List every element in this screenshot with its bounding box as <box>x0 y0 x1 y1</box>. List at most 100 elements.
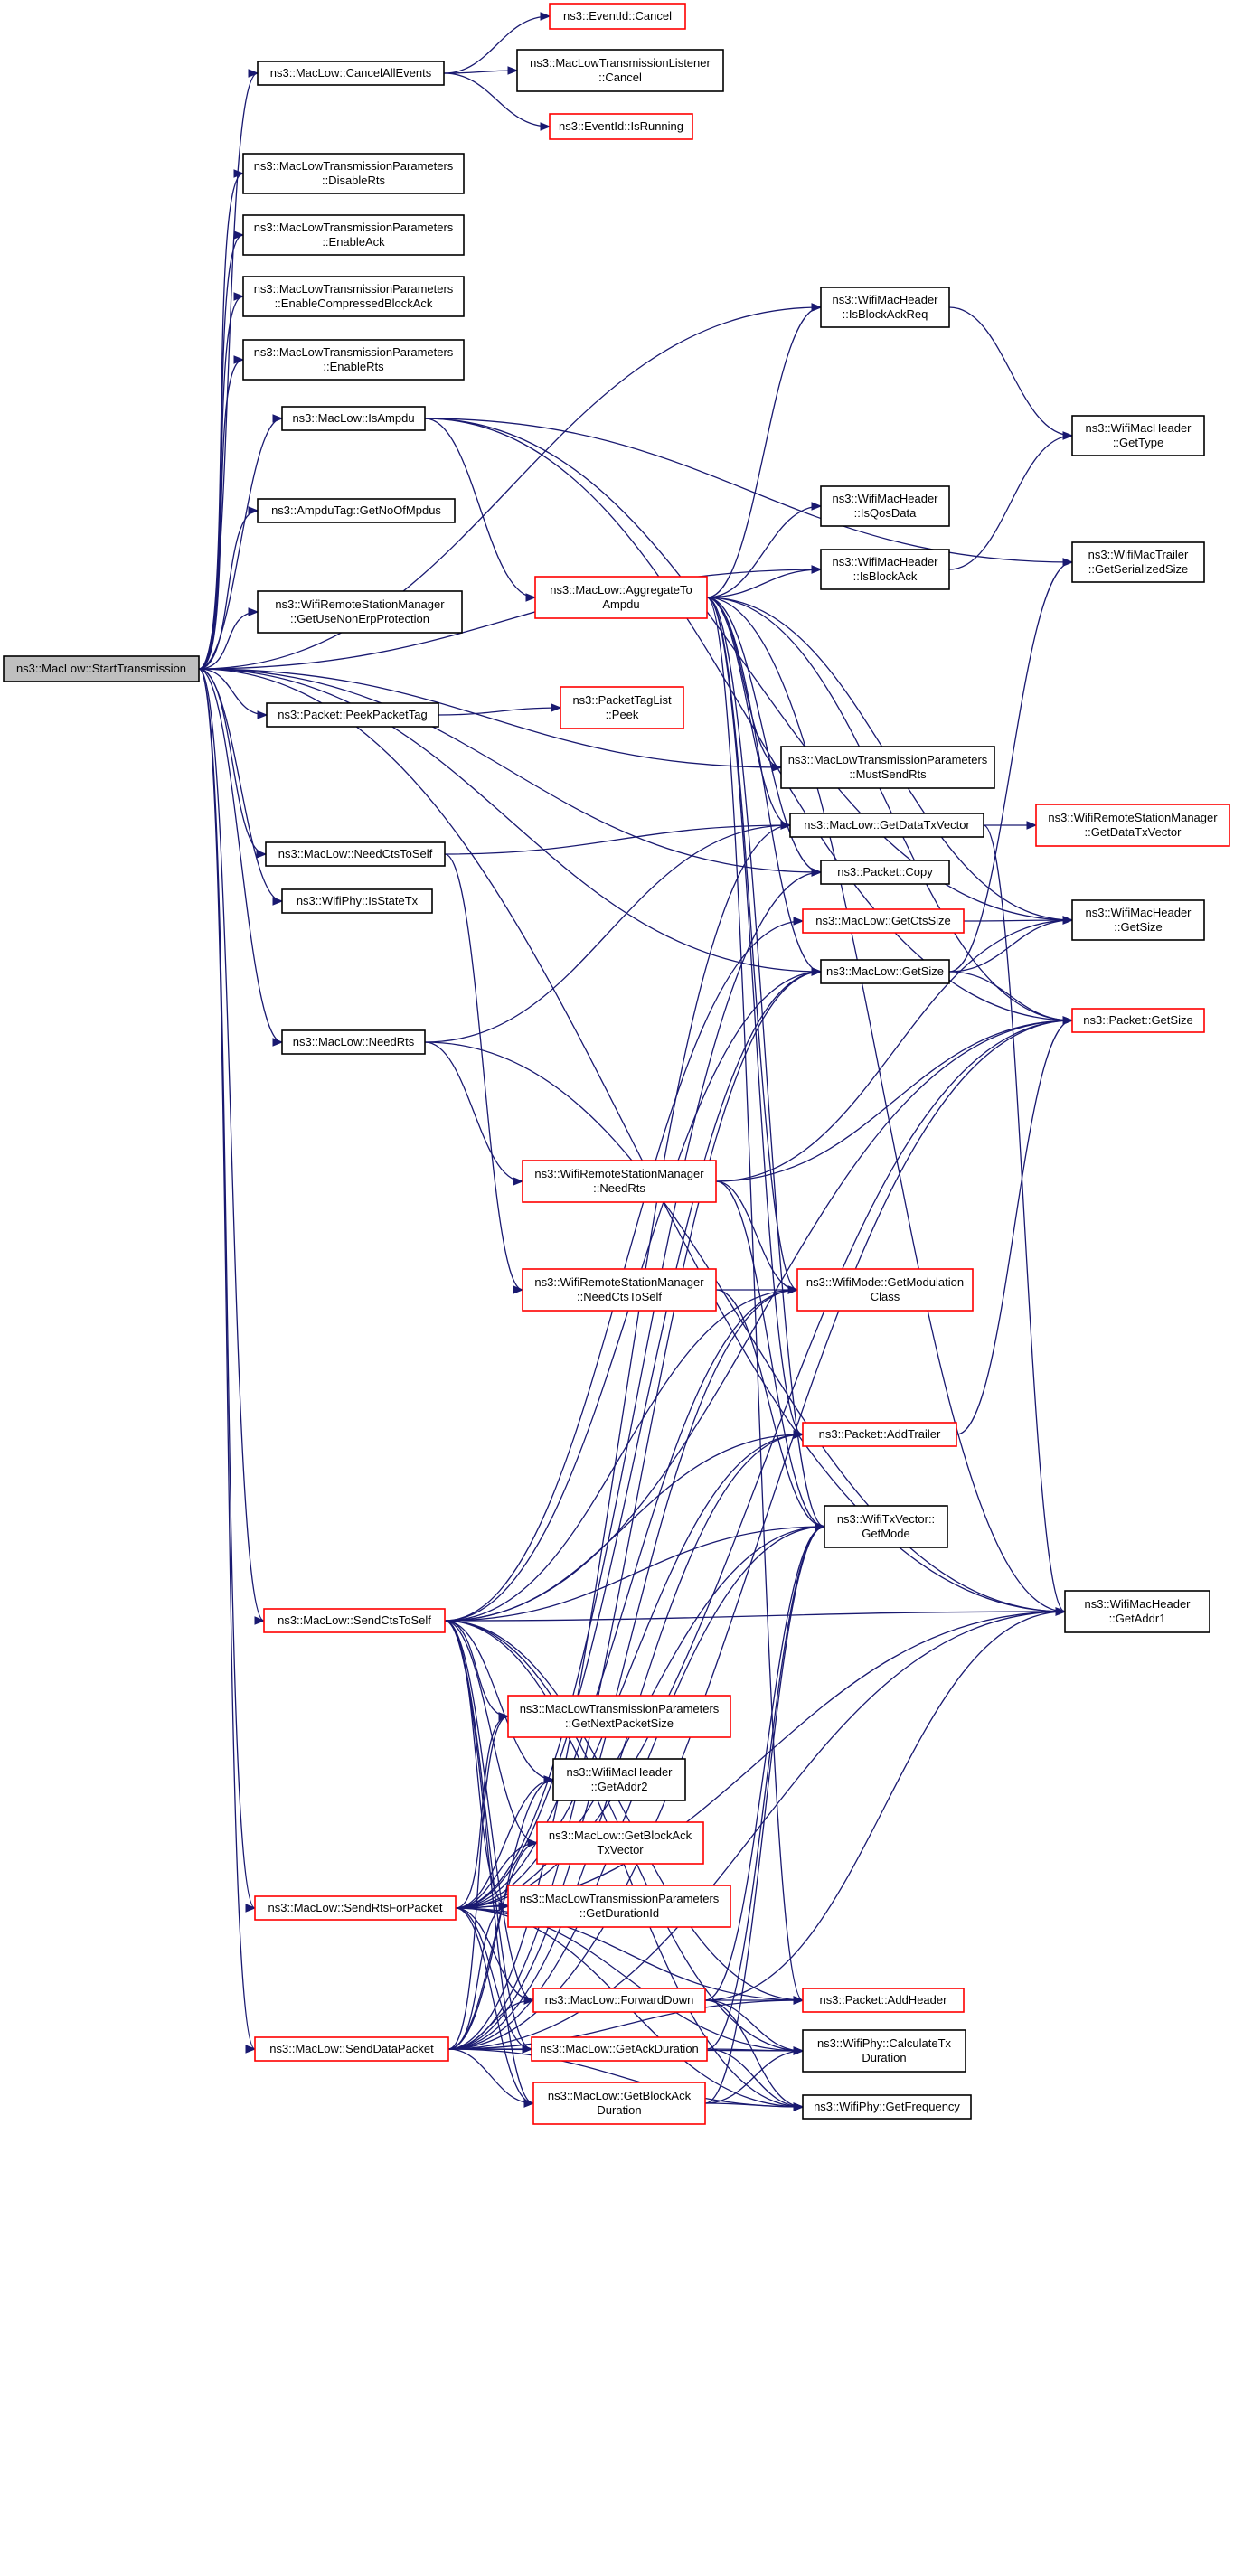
node-label-durId: ns3::MacLowTransmissionParameters <box>520 1892 720 1905</box>
call-edge-fwdDown-calcTx <box>704 1999 804 2052</box>
node-needCts[interactable]: ns3::MacLow::NeedCtsToSelf <box>265 841 446 867</box>
node-sendRts[interactable]: ns3::MacLow::SendRtsForPacket <box>254 1895 457 1921</box>
node-label-cancelAll: ns3::MacLow::CancelAllEvents <box>270 66 432 80</box>
node-getDataTxV[interactable]: ns3::MacLow::GetDataTxVector <box>789 813 984 838</box>
call-edge-sendCts-ackDur <box>444 1620 532 2050</box>
node-tagPeek[interactable]: ns3::PacketTagList::Peek <box>560 686 684 729</box>
node-getFreq[interactable]: ns3::WifiPhy::GetFrequency <box>802 2094 972 2120</box>
node-label-pktGetSize: ns3::Packet::GetSize <box>1083 1013 1192 1027</box>
node-txvGetMode[interactable]: ns3::WifiTxVector::GetMode <box>824 1505 948 1548</box>
call-edge-baDur-calcTx <box>704 2050 804 2104</box>
node-sendCts[interactable]: ns3::MacLow::SendCtsToSelf <box>263 1608 446 1633</box>
call-edge-start-needRts <box>198 668 283 1043</box>
node-label-txvGetMode: ns3::WifiTxVector:: <box>837 1512 935 1526</box>
node-label-getAddr2: ::GetAddr2 <box>591 1780 648 1793</box>
node-isBAR[interactable]: ns3::WifiMacHeader::IsBlockAckReq <box>820 287 950 328</box>
node-getType[interactable]: ns3::WifiMacHeader::GetType <box>1071 415 1205 456</box>
node-getAddr2[interactable]: ns3::WifiMacHeader::GetAddr2 <box>552 1758 686 1801</box>
arrowhead-wrsmNeedCts <box>513 1285 524 1294</box>
node-evCancel[interactable]: ns3::EventId::Cancel <box>549 3 686 30</box>
node-label-getNoMpdus: ns3::AmpduTag::GetNoOfMpdus <box>271 503 441 517</box>
node-enAck[interactable]: ns3::MacLowTransmissionParameters::Enabl… <box>242 214 465 256</box>
node-label-disRts: ns3::MacLowTransmissionParameters <box>254 159 454 173</box>
node-isAmpdu[interactable]: ns3::MacLow::IsAmpdu <box>281 406 426 431</box>
node-ctsSize[interactable]: ns3::MacLow::GetCtsSize <box>802 908 965 934</box>
call-edge-sendRts-lowGetSize <box>455 971 822 1909</box>
node-needRts[interactable]: ns3::MacLow::NeedRts <box>281 1029 426 1055</box>
node-mltlCancel[interactable]: ns3::MacLowTransmissionListener::Cancel <box>516 49 724 92</box>
call-edge-needCts-wrsmNeedCts <box>444 853 523 1291</box>
node-enRts[interactable]: ns3::MacLowTransmissionParameters::Enabl… <box>242 339 465 381</box>
node-isStateTx[interactable]: ns3::WifiPhy::IsStateTx <box>281 888 433 914</box>
node-addTrailer[interactable]: ns3::Packet::AddTrailer <box>802 1422 957 1447</box>
node-cancelAll[interactable]: ns3::MacLow::CancelAllEvents <box>257 61 445 86</box>
node-nextPkt[interactable]: ns3::MacLowTransmissionParameters::GetNe… <box>507 1695 731 1738</box>
node-nonErp[interactable]: ns3::WifiRemoteStationManager::GetUseNon… <box>257 590 463 634</box>
call-edge-sendCts-nextPkt <box>444 1620 509 1717</box>
node-fwdDown[interactable]: ns3::MacLow::ForwardDown <box>532 1988 706 2013</box>
node-box-enAck <box>242 214 465 256</box>
node-hdrSize[interactable]: ns3::WifiMacHeader::GetSize <box>1071 899 1205 941</box>
node-label-start: ns3::MacLow::StartTransmission <box>16 662 186 675</box>
node-pktCopy[interactable]: ns3::Packet::Copy <box>820 860 950 885</box>
node-disRts[interactable]: ns3::MacLowTransmissionParameters::Disab… <box>242 153 465 194</box>
call-edge-lowGetSize-trailerSize <box>948 561 1073 973</box>
call-edge-needRts-wrsmNeedRts <box>424 1041 523 1182</box>
node-ackDur[interactable]: ns3::MacLow::GetAckDuration <box>531 2036 708 2062</box>
arrowhead-getType <box>1062 431 1074 440</box>
node-box-pktGetSize <box>1071 1008 1205 1033</box>
arrowhead-isStateTx <box>272 897 284 906</box>
node-label-isBAR: ::IsBlockAckReq <box>843 307 928 321</box>
node-wrsmNeedCts[interactable]: ns3::WifiRemoteStationManager::NeedCtsTo… <box>522 1268 717 1312</box>
node-getAddr1[interactable]: ns3::WifiMacHeader::GetAddr1 <box>1064 1590 1210 1633</box>
node-label-aggregate: ns3::MacLow::AggregateTo <box>550 583 692 597</box>
node-box-addHeader <box>802 1988 965 2013</box>
node-box-getFreq <box>802 2094 972 2120</box>
arrowhead-peekTag <box>257 710 268 719</box>
call-edge-start-peekTag <box>198 668 268 716</box>
arrowhead-enAck <box>233 230 245 240</box>
call-edge-wrsmNeedRts-pktGetSize <box>715 1020 1073 1182</box>
node-box-modClass <box>796 1268 974 1312</box>
node-sendData[interactable]: ns3::MacLow::SendDataPacket <box>254 2036 449 2062</box>
arrowhead-addHeader <box>793 1996 805 2005</box>
node-getNoMpdus[interactable]: ns3::AmpduTag::GetNoOfMpdus <box>257 498 456 523</box>
node-pktGetSize[interactable]: ns3::Packet::GetSize <box>1071 1008 1205 1033</box>
node-box-nextPkt <box>507 1695 731 1738</box>
node-trailerSize[interactable]: ns3::WifiMacTrailer::GetSerializedSize <box>1071 541 1205 583</box>
call-edge-start-enCBA <box>198 296 244 670</box>
node-wrsmDataTxV[interactable]: ns3::WifiRemoteStationManager::GetDataTx… <box>1035 804 1230 847</box>
call-edge-lowGetSize-hdrSize <box>948 919 1073 973</box>
call-edge-wrsmNeedRts-txvGetMode <box>715 1180 825 1528</box>
node-label-addTrailer: ns3::Packet::AddTrailer <box>819 1427 941 1441</box>
call-edge-isBAR-getType <box>948 306 1073 437</box>
call-edge-aggregate-getAddr1 <box>706 597 1066 1612</box>
call-edge-sendRts-modClass <box>455 1289 798 1909</box>
node-peekTag[interactable]: ns3::Packet::PeekPacketTag <box>266 702 439 728</box>
node-addHeader[interactable]: ns3::Packet::AddHeader <box>802 1988 965 2013</box>
node-durId[interactable]: ns3::MacLowTransmissionParameters::GetDu… <box>507 1885 731 1928</box>
call-edge-start-sendCts <box>198 668 265 1622</box>
node-box-isQos <box>820 485 950 527</box>
arrowhead-calcTx <box>793 2046 805 2055</box>
call-edge-start-isBAR <box>198 306 822 670</box>
node-wrsmNeedRts[interactable]: ns3::WifiRemoteStationManager::NeedRts <box>522 1160 717 1203</box>
node-lowGetSize[interactable]: ns3::MacLow::GetSize <box>820 959 950 984</box>
node-label-nextPkt: ::GetNextPacketSize <box>565 1716 674 1730</box>
node-mustSendRts[interactable]: ns3::MacLowTransmissionParameters::MustS… <box>780 746 995 789</box>
call-edge-fwdDown-getAddr1 <box>704 1611 1066 2001</box>
arrowhead-sendRts <box>245 1904 257 1913</box>
call-edge-ackDur-calcTx <box>706 2048 804 2052</box>
node-enCBA[interactable]: ns3::MacLowTransmissionParameters::Enabl… <box>242 276 465 317</box>
node-evRunning[interactable]: ns3::EventId::IsRunning <box>549 113 693 140</box>
call-edge-needRts-getDataTxV <box>424 824 791 1043</box>
node-isBA[interactable]: ns3::WifiMacHeader::IsBlockAck <box>820 549 950 590</box>
call-edge-cancelAll-evRunning <box>443 72 551 127</box>
call-edge-aggregate-mustSendRts <box>706 597 782 768</box>
node-isQos[interactable]: ns3::WifiMacHeader::IsQosData <box>820 485 950 527</box>
